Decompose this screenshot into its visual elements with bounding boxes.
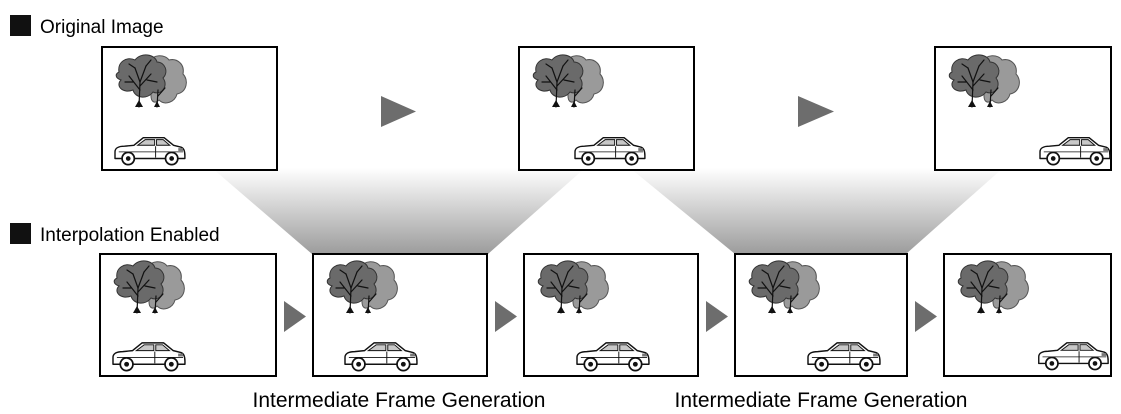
interpolation-funnels [212,168,1003,254]
legend-label-interpolated: Interpolation Enabled [40,225,220,246]
original-frame-2 [518,46,695,171]
funnel-right [630,168,1003,254]
play-arrow-icon [284,301,306,332]
legend-square-original-icon [10,15,31,36]
original-frames-row [101,46,1112,171]
caption-intermediate-frame-2: Intermediate Frame Generation [675,389,968,412]
caption-intermediate-frame-1: Intermediate Frame Generation [253,389,546,412]
play-arrow-icon [495,301,517,332]
interpolated-frame-1 [99,253,277,377]
legend-square-interpolated-icon [10,223,31,244]
play-arrow-icon [381,96,416,127]
generated-frame-1 [312,253,488,377]
interpolated-frames-row [99,253,1112,377]
interpolated-frame-3 [943,253,1112,377]
original-frame-1 [101,46,278,171]
original-frame-3 [934,46,1112,171]
play-arrow-icon [915,301,937,332]
interpolated-frame-2 [523,253,699,377]
funnel-left [212,168,585,254]
legend-label-original: Original Image [40,17,164,38]
play-arrow-icon [798,96,834,127]
play-arrow-icon [706,301,728,332]
generated-frame-2 [734,253,908,377]
